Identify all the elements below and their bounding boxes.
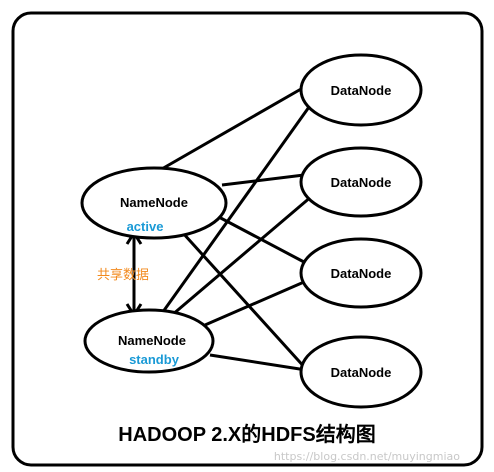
datanode-2-label: DataNode (331, 175, 392, 190)
datanode-2: DataNode (299, 146, 423, 218)
namenode-standby: NameNode standby (83, 308, 215, 374)
connection-lines (158, 83, 316, 372)
line-standby-dn1 (158, 99, 316, 317)
namenode-active-ellipse (80, 166, 228, 240)
line-active-dn1 (159, 83, 309, 172)
line-standby-dn4 (209, 353, 307, 372)
datanode-1: DataNode (299, 53, 423, 127)
datanode-3: DataNode (299, 237, 423, 309)
namenode-active-state: active (127, 219, 164, 234)
namenode-standby-state: standby (129, 352, 180, 367)
datanode-3-label: DataNode (331, 266, 392, 281)
namenode-active-label: NameNode (120, 195, 188, 210)
datanode-1-ellipse (299, 53, 423, 127)
datanode-3-ellipse (299, 237, 423, 309)
line-standby-dn2 (171, 194, 313, 317)
datanode-4-ellipse (299, 335, 423, 409)
watermark-text: https://blog.csdn.net/muyingmiao (274, 450, 460, 463)
line-active-dn3 (214, 213, 305, 264)
datanode-2-ellipse (299, 146, 423, 218)
line-standby-dn3 (204, 280, 305, 327)
datanode-1-label: DataNode (331, 83, 392, 98)
datanode-4: DataNode (299, 335, 423, 409)
diagram-frame (11, 11, 484, 467)
datanode-4-label: DataNode (331, 365, 392, 380)
namenode-standby-label: NameNode (118, 333, 186, 348)
shared-data-label: 共享数据 (97, 267, 149, 282)
line-active-dn2 (221, 173, 305, 187)
namenode-standby-ellipse (83, 308, 215, 374)
diagram-title: HADOOP 2.X的HDFS结构图 (118, 422, 375, 446)
namenode-active: NameNode active (80, 166, 228, 240)
